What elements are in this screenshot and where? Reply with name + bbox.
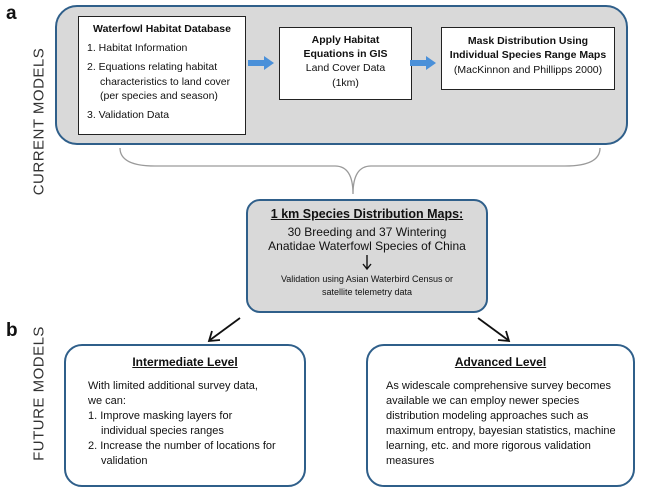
apply-gis-box: Apply Habitat Equations in GIS Land Cove…	[279, 27, 412, 100]
breeding-wintering-text: 30 Breeding and 37 Wintering	[287, 225, 447, 239]
advanced-level-title: Advanced Level	[454, 355, 547, 369]
citation-text: (MacKinnon and Phillipps 2000)	[453, 64, 603, 77]
land-cover-text: Land Cover Data	[305, 62, 386, 75]
down-arrow-icon	[362, 255, 372, 271]
panel-letter-a: a	[6, 3, 17, 24]
habitat-item-3: 3. Validation Data	[87, 108, 170, 121]
future-models-label: FUTURE MODELS	[30, 326, 48, 461]
arrow-to-advanced	[477, 317, 511, 343]
resolution-text: (1km)	[332, 76, 359, 89]
grouping-brace	[119, 147, 601, 195]
habitat-item-2: 2. Equations relating habitat characteri…	[87, 61, 231, 102]
panel-letter-b: b	[6, 320, 18, 341]
anatidae-text: Anatidae Waterfowl Species of China	[268, 239, 466, 253]
advanced-level-text: As widescale comprehensive survey become…	[386, 379, 616, 468]
mask-distribution-title: Mask Distribution Using Individual Speci…	[449, 35, 607, 62]
species-distribution-title: 1 km Species Distribution Maps:	[270, 207, 464, 221]
species-distribution-box: 1 km Species Distribution Maps: 30 Breed…	[246, 199, 488, 313]
flow-arrow-1	[248, 56, 274, 70]
arrow-to-intermediate	[207, 317, 241, 343]
intermediate-level-box: Intermediate Level With limited addition…	[64, 344, 306, 487]
mask-distribution-box: Mask Distribution Using Individual Speci…	[441, 27, 615, 90]
habitat-database-title: Waterfowl Habitat Database	[93, 23, 231, 35]
habitat-item-1: 1. Habitat Information	[87, 42, 188, 55]
intermediate-level-title: Intermediate Level	[132, 355, 238, 369]
current-models-label: CURRENT MODELS	[30, 47, 48, 196]
habitat-database-box: Waterfowl Habitat Database 1. Habitat In…	[78, 16, 246, 135]
apply-gis-title: Apply Habitat Equations in GIS	[303, 34, 388, 61]
validation-text: Validation using Asian Waterbird Census …	[280, 274, 454, 298]
intermediate-intro: With limited additional survey data, we …	[88, 379, 258, 407]
flow-arrow-2	[410, 56, 436, 70]
advanced-level-box: Advanced Level As widescale comprehensiv…	[366, 344, 635, 487]
intermediate-item-1: 1. Improve masking layers for individual…	[88, 409, 233, 438]
intermediate-item-2: 2. Increase the number of locations for …	[88, 440, 276, 468]
